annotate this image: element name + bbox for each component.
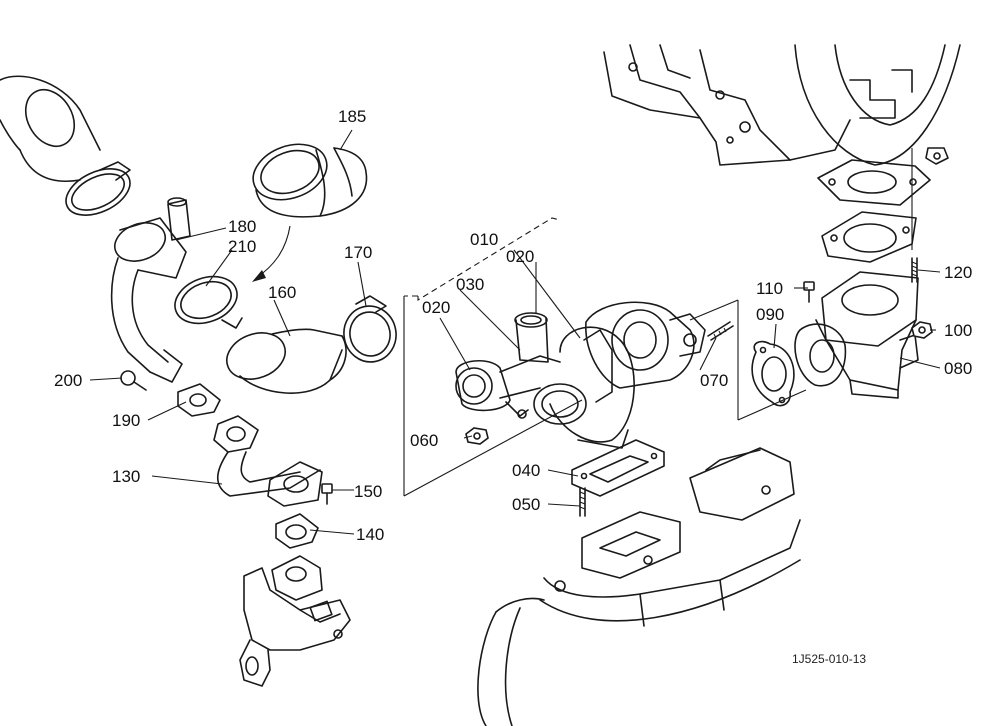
callout-200: 200 bbox=[54, 371, 82, 390]
exhaust-elbow bbox=[794, 271, 919, 399]
callout-080: 080 bbox=[944, 359, 972, 378]
gasket-090 bbox=[751, 340, 795, 407]
hose-elbow-185 bbox=[252, 143, 368, 218]
callout-labels: 010 020 020 030 040 050 060 070 080 090 … bbox=[54, 107, 972, 544]
callout-060: 060 bbox=[410, 431, 438, 450]
hose-160 bbox=[226, 328, 347, 394]
callout-100: 100 bbox=[944, 321, 972, 340]
intake-pipe bbox=[0, 75, 101, 182]
mounting-bracket bbox=[239, 555, 351, 687]
hose-clamp-top bbox=[65, 161, 131, 216]
callout-170: 170 bbox=[344, 243, 372, 262]
outlet-flange bbox=[817, 159, 931, 206]
exhaust-manifold bbox=[477, 447, 801, 726]
stud-070 bbox=[707, 321, 734, 341]
callout-040: 040 bbox=[512, 461, 540, 480]
callout-110: 110 bbox=[756, 279, 783, 298]
hose-clamp-210 bbox=[174, 275, 243, 329]
nut-060 bbox=[465, 427, 489, 445]
callout-140: 140 bbox=[356, 525, 384, 544]
hose-clamp-170 bbox=[343, 295, 397, 363]
callout-150: 150 bbox=[354, 482, 382, 501]
bolt-110 bbox=[803, 281, 815, 303]
callout-190: 190 bbox=[112, 411, 140, 430]
callout-070: 070 bbox=[700, 371, 728, 390]
flange-gasket bbox=[821, 211, 917, 263]
callout-180: 180 bbox=[228, 217, 256, 236]
bolt-150 bbox=[321, 483, 333, 505]
assembly-arrow bbox=[252, 225, 291, 282]
engine-block bbox=[603, 44, 961, 166]
nut-100 bbox=[911, 321, 933, 339]
gasket-040 bbox=[571, 439, 665, 497]
drawing-code: 1J525-010-13 bbox=[792, 652, 866, 666]
callout-185: 185 bbox=[338, 107, 366, 126]
callout-020-lower: 020 bbox=[422, 298, 450, 317]
turbocharger bbox=[403, 217, 706, 497]
stud-050 bbox=[579, 487, 586, 517]
pipe-130 bbox=[213, 415, 323, 507]
bolt-200 bbox=[120, 370, 147, 391]
callout-030: 030 bbox=[456, 275, 484, 294]
stud-120 bbox=[911, 257, 918, 283]
callout-010: 010 bbox=[470, 230, 498, 249]
callout-050: 050 bbox=[512, 495, 540, 514]
leader-lines bbox=[89, 129, 941, 535]
callout-130: 130 bbox=[112, 467, 140, 486]
gasket-140 bbox=[275, 513, 319, 549]
callout-160: 160 bbox=[268, 283, 296, 302]
pipe-180 bbox=[110, 197, 191, 383]
callout-020-upper: 020 bbox=[506, 247, 534, 266]
callout-210: 210 bbox=[228, 237, 256, 256]
callout-120: 120 bbox=[944, 263, 972, 282]
gasket-190 bbox=[177, 383, 221, 417]
callout-090: 090 bbox=[756, 305, 784, 324]
